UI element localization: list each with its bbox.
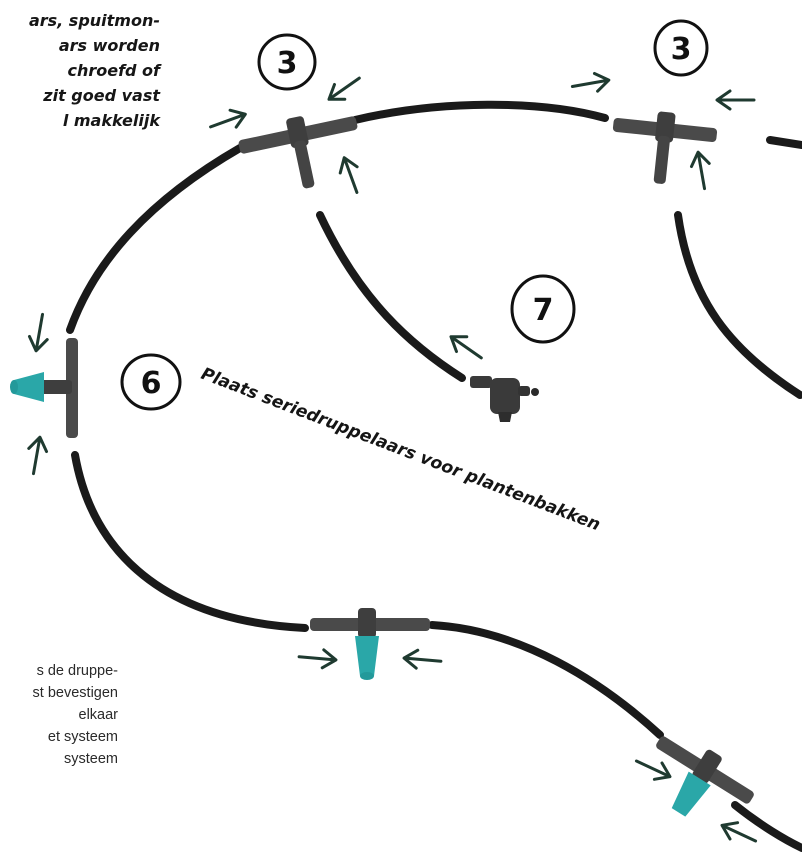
arrow-icon xyxy=(296,646,339,671)
tube-bottom-middle xyxy=(428,621,664,739)
tube-to-endcap xyxy=(316,211,466,382)
instruction-line: chroefd of xyxy=(67,61,160,80)
step-marker: 3 xyxy=(653,19,709,77)
tube-top-right xyxy=(766,136,802,149)
arrow-icon xyxy=(401,647,444,672)
tube-right-loop xyxy=(674,211,802,399)
dripper-icon xyxy=(310,608,430,680)
flow-arrows xyxy=(23,69,761,851)
step-number: 7 xyxy=(533,293,554,328)
step-number: 3 xyxy=(277,46,298,81)
instruction-text-bottom: s de druppe- st bevestigen elkaar et sys… xyxy=(0,660,118,770)
step-marker: 6 xyxy=(120,353,182,411)
drip-tubes xyxy=(66,100,802,852)
step-number: 3 xyxy=(671,32,692,67)
instruction-line: s de druppe- xyxy=(36,663,118,679)
tee-connector-icon xyxy=(238,116,358,189)
end-cap-icon xyxy=(470,376,539,422)
tube-top-middle xyxy=(351,100,609,124)
instruction-line: ars, spuitmon- xyxy=(28,11,160,30)
tee-connector-icon xyxy=(612,111,718,184)
arrow-icon xyxy=(687,149,715,192)
instruction-line: elkaar xyxy=(78,707,119,723)
tube-left-lower xyxy=(71,451,309,632)
arrow-icon xyxy=(322,69,366,109)
instruction-text-top: ars, spuitmon- ars worden chroefd of zit… xyxy=(0,8,160,133)
tube-bottom-right xyxy=(731,801,802,852)
instruction-line: systeem xyxy=(64,751,118,767)
arrow-icon xyxy=(631,751,676,787)
tube-left-upper xyxy=(66,144,244,334)
step-marker: 7 xyxy=(510,274,576,344)
caption: Plaats seriedruppelaars voor plantenbakk… xyxy=(198,364,603,535)
arrow-icon xyxy=(334,153,367,198)
instruction-line: ars worden xyxy=(58,36,160,55)
instruction-line: l makkelijk xyxy=(62,111,160,130)
step-marker: 3 xyxy=(257,33,317,91)
arrow-icon xyxy=(715,89,756,111)
arrow-icon xyxy=(205,104,250,137)
dripper-icon xyxy=(656,736,754,817)
arrow-icon xyxy=(569,69,612,97)
arrow-icon xyxy=(25,311,53,354)
instruction-line: st bevestigen xyxy=(32,685,118,701)
instruction-line: zit goed vast xyxy=(43,86,160,105)
arrow-icon xyxy=(444,327,488,367)
instruction-line: et systeem xyxy=(47,729,118,745)
step-number: 6 xyxy=(141,366,162,401)
arrow-icon xyxy=(23,434,51,477)
dripper-icon xyxy=(10,338,78,438)
